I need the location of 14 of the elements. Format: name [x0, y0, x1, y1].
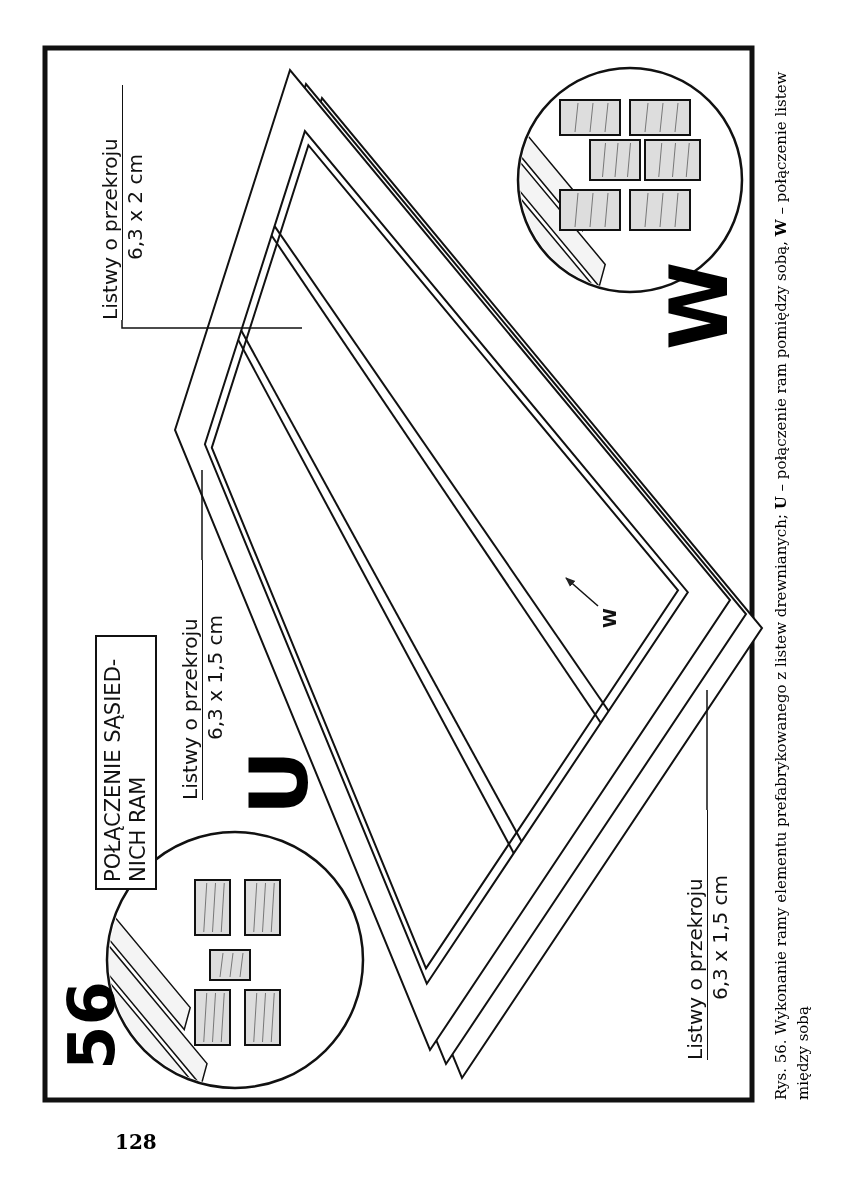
detail-letter: W [660, 261, 740, 350]
leader-line [201, 469, 203, 561]
heading-box: POŁĄCZENIE SĄSIED- NICH RAM [95, 635, 157, 890]
figure-number: 56 [60, 980, 124, 1070]
callout-label: Listwy o przekroju 6,3 x 1,5 cm [683, 810, 737, 1060]
leader-line [121, 319, 303, 329]
figure-caption: Rys. 56. Wykonanie ramy elementu prefabrykowanego z listew drewnianych; U – połączenie ram pomiędzy sobą, W – połączenie listew między sobą [771, 70, 813, 1100]
detail-letter: U [240, 750, 320, 815]
callout-label: Listwy o przekroju 6,3 x 2 cm [98, 85, 152, 320]
callout-label: Listwy o przekroju 6,3 x 1,5 cm [178, 560, 232, 800]
leader-line [706, 689, 708, 811]
arrow [565, 577, 599, 607]
page-number: 128 [115, 1130, 157, 1154]
callout-letter: W [598, 606, 624, 628]
